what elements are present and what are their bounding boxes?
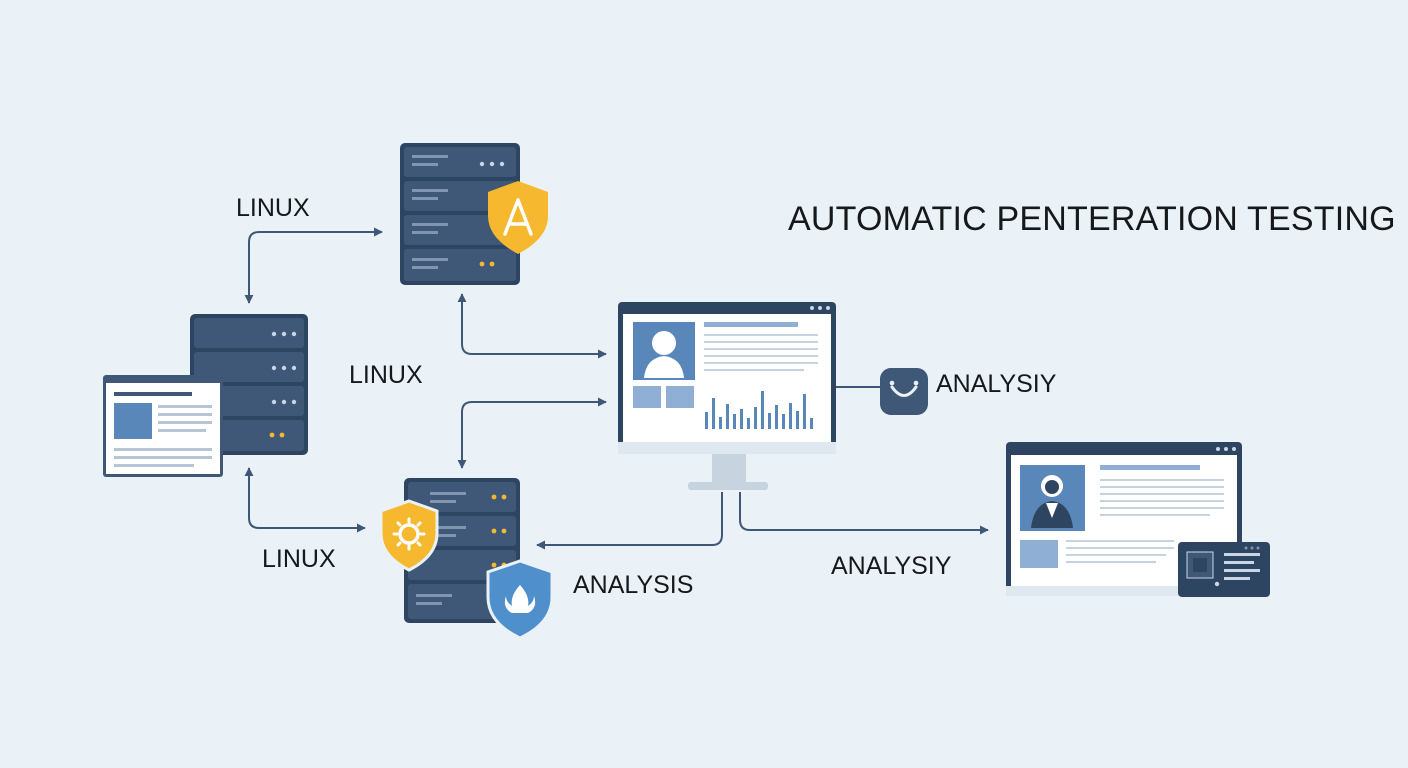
- arrow-bottom-server-to-monitor: [457, 397, 607, 469]
- diagram-title: AUTOMATIC PENTERATION TESTING: [788, 200, 1396, 238]
- warning-shield-icon: [488, 181, 548, 254]
- center-monitor: [618, 302, 836, 490]
- label-linux-bottom: LINUX: [262, 545, 336, 573]
- smile-face-icon: [880, 368, 928, 415]
- flame-shield-icon: [486, 559, 554, 640]
- label-analysiy-right: ANALYSIY: [936, 370, 1057, 398]
- gear-shield-icon: [379, 499, 439, 572]
- connector-arrows: [244, 227, 989, 550]
- arrow-left-to-bottom-server: [244, 467, 366, 533]
- arrow-left-to-top-server: [244, 227, 383, 304]
- arrow-monitor-to-report: [739, 492, 989, 535]
- label-linux-mid: LINUX: [349, 361, 423, 389]
- small-device-card: [1178, 542, 1270, 597]
- label-analysiy-bottom: ANALYSIY: [831, 552, 952, 580]
- left-document-window: [103, 375, 223, 477]
- label-analysis: ANALYSIS: [573, 571, 694, 599]
- arrow-top-server-to-monitor: [457, 293, 607, 359]
- label-linux-top: LINUX: [236, 194, 310, 222]
- top-server-rack: [400, 143, 520, 285]
- arrow-monitor-to-bottom-server: [536, 492, 723, 550]
